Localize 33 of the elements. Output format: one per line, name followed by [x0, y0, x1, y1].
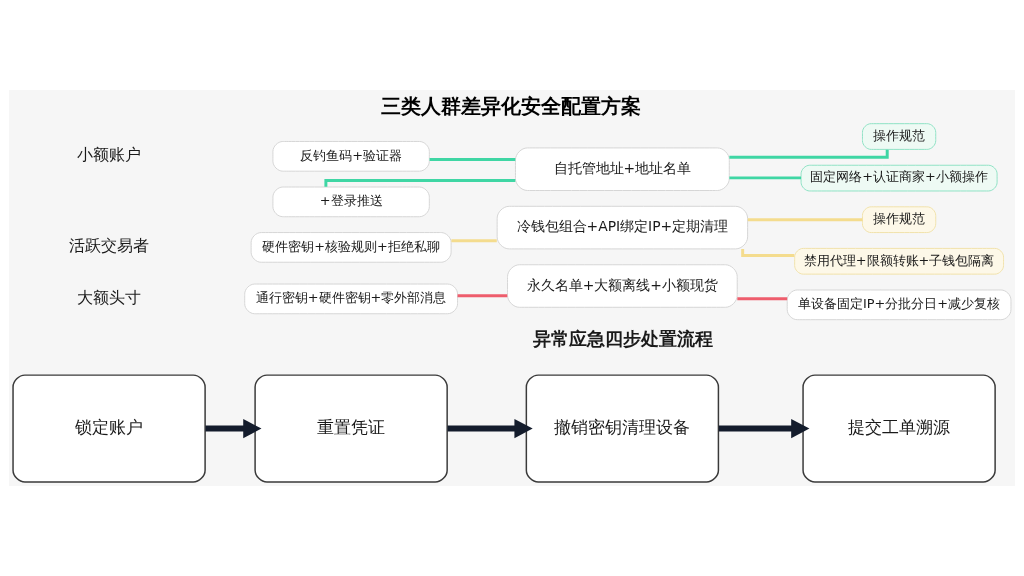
node-box: 通行密钥+硬件密钥+零外部消息 [244, 283, 459, 315]
connector [429, 158, 516, 162]
node-box: 操作规范 [861, 206, 937, 234]
node-box: 提交工单溯源 [802, 374, 996, 483]
diagram-title: 三类人群差异化安全配置方案 [381, 94, 642, 118]
node-box: 重置凭证 [254, 374, 448, 483]
node-box: 永久名单+大额离线+小额现货 [507, 264, 738, 308]
label: 异常应急四步处置流程 [532, 327, 713, 349]
connector [729, 176, 801, 180]
label: 大额头寸 [77, 287, 142, 307]
node-box: 硬件密钥+核验规则+拒绝私聊 [250, 232, 452, 263]
connector [729, 149, 889, 159]
arrow [205, 419, 262, 439]
connector [747, 218, 863, 222]
arrow [447, 419, 533, 439]
connector [737, 297, 788, 301]
connector [324, 179, 516, 187]
node-box: 固定网络+认证商家+小额操作 [800, 164, 998, 192]
node-box: 禁用代理+限额转账+子钱包隔离 [794, 247, 1005, 275]
label: 活跃交易者 [69, 236, 150, 256]
node-box: 锁定账户 [12, 374, 206, 483]
connector [451, 239, 497, 243]
node-box: +登录推送 [272, 186, 430, 218]
arrow [718, 419, 810, 439]
node-box: 撤销密钥清理设备 [525, 374, 720, 483]
node-box: 冷钱包组合+API绑定IP+定期清理 [496, 205, 749, 250]
node-box: 反钓鱼码+验证器 [272, 141, 430, 172]
node-box: 单设备固定IP+分批分日+减少复核 [786, 289, 1012, 321]
node-box: 自托管地址+地址名单 [514, 147, 730, 191]
connector [457, 294, 508, 298]
label: 小额账户 [77, 145, 142, 165]
node-box: 操作规范 [861, 123, 937, 150]
connector [741, 249, 795, 258]
